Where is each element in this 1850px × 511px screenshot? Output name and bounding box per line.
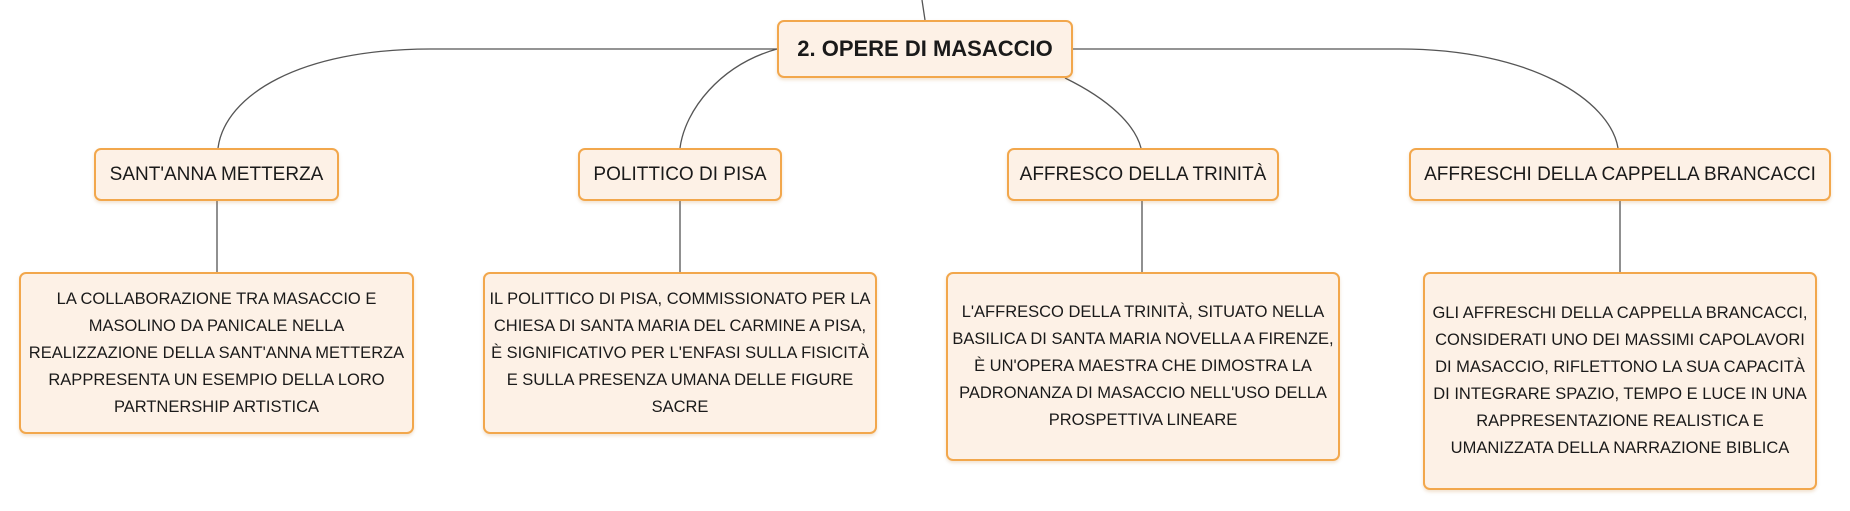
topic-label: POLITTICO DI PISA <box>593 163 767 185</box>
note-text: L'AFFRESCO DELLA TRINITÀ, SITUATO NELLA … <box>952 303 1334 429</box>
note-text: IL POLITTICO DI PISA, COMMISSIONATO PER … <box>489 289 871 416</box>
topic-label: SANT'ANNA METTERZA <box>109 163 324 185</box>
note-affreschi-cappella-brancacci[interactable]: GLI AFFRESCHI DELLA CAPPELLA BRANCACCI, … <box>1423 272 1817 490</box>
connector-root-to-sant-anna <box>217 48 777 149</box>
topic-label: AFFRESCO DELLA TRINITÀ <box>1019 163 1267 185</box>
connector-root-parent <box>921 0 926 21</box>
connector-root-to-brancacci <box>1073 48 1619 149</box>
topic-label: AFFRESCHI DELLA CAPPELLA BRANCACCI <box>1424 163 1816 185</box>
root-topic-label: 2. OPERE DI MASACCIO <box>797 36 1053 61</box>
topic-sant-anna-metterza[interactable]: SANT'ANNA METTERZA <box>94 148 339 201</box>
topic-affresco-della-trinita[interactable]: AFFRESCO DELLA TRINITÀ <box>1007 148 1279 201</box>
note-polittico-di-pisa[interactable]: IL POLITTICO DI PISA, COMMISSIONATO PER … <box>483 272 877 434</box>
connector-root-to-trinita <box>1064 77 1142 149</box>
note-text: GLI AFFRESCHI DELLA CAPPELLA BRANCACCI, … <box>1432 304 1808 457</box>
topic-affreschi-cappella-brancacci[interactable]: AFFRESCHI DELLA CAPPELLA BRANCACCI <box>1409 148 1831 201</box>
connector-root-to-polittico <box>679 48 778 149</box>
note-affresco-della-trinita[interactable]: L'AFFRESCO DELLA TRINITÀ, SITUATO NELLA … <box>946 272 1340 461</box>
root-topic-node[interactable]: 2. OPERE DI MASACCIO <box>777 20 1073 78</box>
topic-polittico-di-pisa[interactable]: POLITTICO DI PISA <box>578 148 782 201</box>
note-sant-anna-metterza[interactable]: LA COLLABORAZIONE TRA MASACCIO E MASOLIN… <box>19 272 414 434</box>
note-text: LA COLLABORAZIONE TRA MASACCIO E MASOLIN… <box>28 289 405 416</box>
